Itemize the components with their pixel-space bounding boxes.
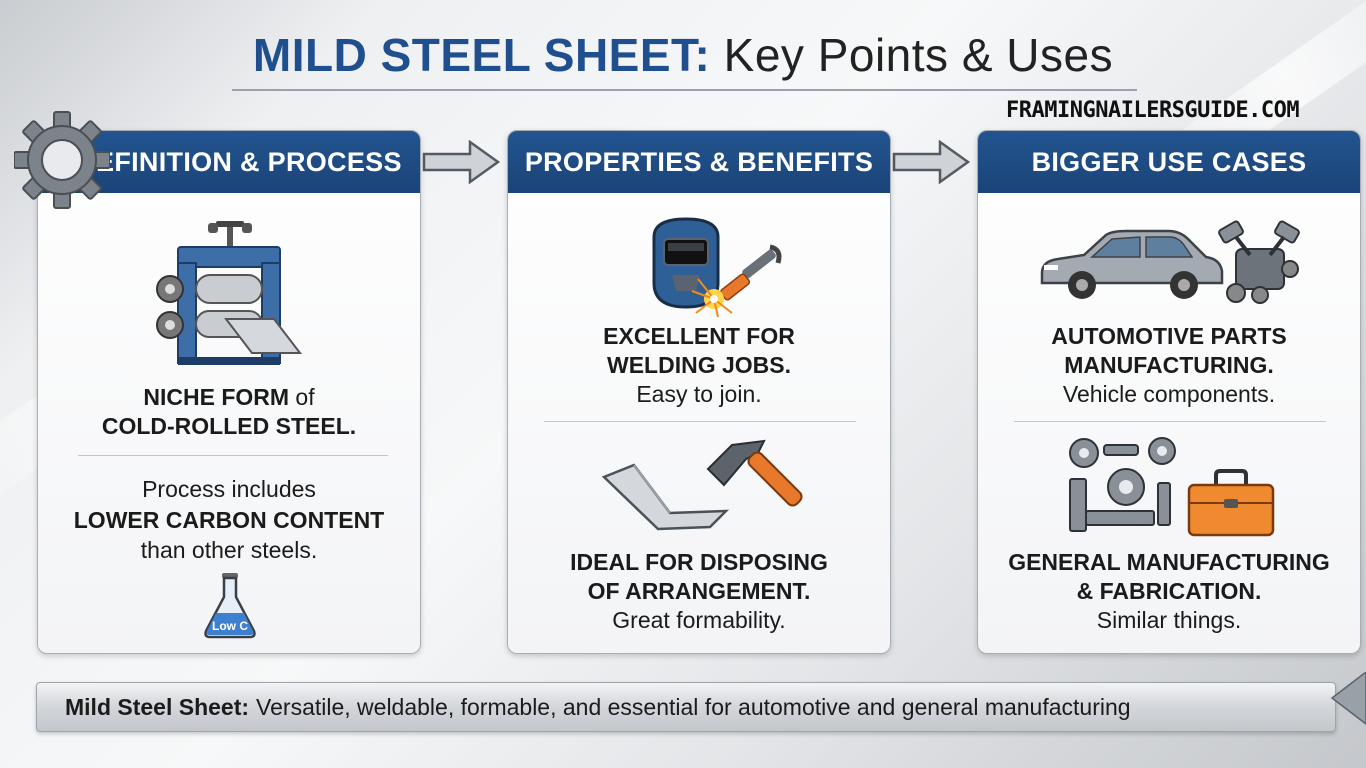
welding-torch-icon [691,244,782,318]
panel-bigger-use-cases: BIGGER USE CASES AUTOMOTIVE PARTS MANUFA… [977,130,1361,654]
forming-title-2: OF ARRANGEMENT. [587,578,811,604]
banner-bold: Mild Steel Sheet: [65,693,250,720]
arrow-right-icon [422,140,501,184]
toolbox-icon [1187,469,1275,537]
welding-desc: Easy to join. [636,381,762,407]
cold-rolled-label: COLD-ROLLED STEEL. [101,413,357,439]
machine-parts-icon [1069,437,1176,532]
panel-divider [78,455,388,456]
carbon-label: LOWER CARBON CONTENT [73,507,385,533]
forming-desc: Great formability. [612,607,786,633]
panel-divider [1014,421,1326,422]
panel-divider [544,421,856,422]
title-rest: Key Points & Uses [710,29,1114,81]
banner-text: Versatile, weldable, formable, and essen… [256,693,1131,720]
hammer-icon [706,439,803,507]
steels-label: than other steels. [140,537,318,563]
forming-title-1: IDEAL FOR DISPOSING [570,549,828,575]
flask-label: Low C [212,619,248,633]
panel-heading: BIGGER USE CASES [978,131,1360,193]
engine-icon [1218,220,1300,304]
welding-title-1: EXCELLENT FOR [603,323,795,349]
arrow-right-icon [892,140,971,184]
title-rule [232,89,1137,91]
title-bold: MILD STEEL SHEET: [252,29,711,81]
gear-icon [14,111,110,209]
process-label: Process includes [142,476,316,502]
banner-end-cap [1330,672,1366,725]
site-watermark: FRAMINGNAILERSGUIDE.COM [1006,98,1300,123]
panel-properties-benefits: PROPERTIES & BENEFITS EXCELLENT FOR WELD… [507,130,891,654]
panel-heading: DEFINITION & PROCESS [38,131,420,193]
automotive-title-1: AUTOMOTIVE PARTS [1051,323,1287,349]
fabrication-title-2: & FABRICATION. [1076,578,1262,604]
panel-definition-process: DEFINITION & PROCESS NICHE FORM of COLD-… [37,130,421,654]
flask-icon [204,573,256,639]
fabrication-title-1: GENERAL MANUFACTURING [1008,549,1330,575]
page-title: MILD STEEL SHEET: Key Points & Uses [0,28,1366,82]
niche-form-label: NICHE FORM [143,384,290,410]
car-icon [1040,229,1224,299]
rolling-mill-icon [156,221,303,365]
definition-text: NICHE FORM of [38,383,420,412]
panel-heading: PROPERTIES & BENEFITS [508,131,890,193]
automotive-title-2: MANUFACTURING. [1064,352,1274,378]
fabrication-desc: Similar things. [1096,607,1242,633]
automotive-desc: Vehicle components. [1062,381,1276,407]
summary-banner: Mild Steel Sheet:Versatile, weldable, fo… [36,682,1336,732]
welding-title-2: WELDING JOBS. [606,352,791,378]
of-label: of [289,384,315,410]
bent-sheet-icon [601,463,730,531]
